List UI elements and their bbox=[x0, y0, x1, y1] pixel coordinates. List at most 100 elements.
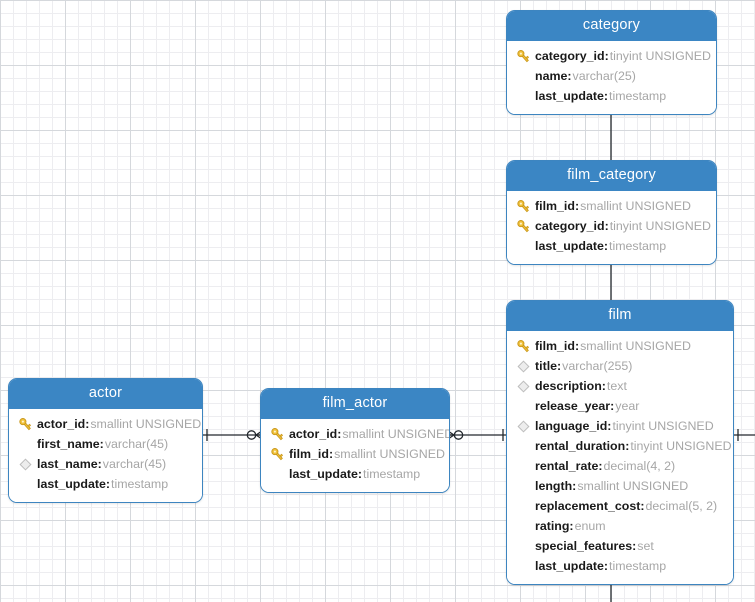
attribute-type: timestamp bbox=[609, 239, 667, 254]
attribute-row[interactable]: description: text bbox=[515, 376, 725, 396]
attribute-row[interactable]: last_update: timestamp bbox=[515, 86, 708, 106]
attribute-name: film_id bbox=[535, 339, 575, 354]
attribute-separator: : bbox=[640, 499, 645, 514]
attribute-type: set bbox=[637, 539, 654, 554]
attribute-name: film_id bbox=[535, 199, 575, 214]
attribute-name: length bbox=[535, 479, 573, 494]
no-icon-spacer bbox=[515, 538, 532, 554]
attribute-separator: : bbox=[604, 49, 609, 64]
attribute-row[interactable]: rating: enum bbox=[515, 516, 725, 536]
attribute-type: timestamp bbox=[609, 89, 667, 104]
no-icon-spacer bbox=[515, 498, 532, 514]
attribute-row[interactable]: actor_id: smallint UNSIGNED bbox=[269, 424, 449, 444]
attribute-type: timestamp bbox=[111, 477, 169, 492]
no-icon-spacer bbox=[515, 438, 532, 454]
attribute-name: replacement_cost bbox=[535, 499, 641, 514]
attribute-row[interactable]: category_id: tinyint UNSIGNED bbox=[515, 216, 711, 236]
attribute-separator: : bbox=[603, 239, 608, 254]
no-icon-spacer bbox=[515, 68, 532, 84]
attribute-name: last_update bbox=[535, 559, 604, 574]
attribute-row[interactable]: last_update: timestamp bbox=[515, 236, 708, 256]
attribute-type: timestamp bbox=[609, 559, 667, 574]
attribute-row[interactable]: rental_duration: tinyint UNSIGNED bbox=[515, 436, 732, 456]
attribute-row[interactable]: last_name: varchar(45) bbox=[17, 454, 194, 474]
no-icon-spacer bbox=[515, 88, 532, 104]
primary-key-icon bbox=[269, 426, 286, 442]
attribute-separator: : bbox=[574, 199, 580, 214]
attribute-name: first_name bbox=[37, 437, 100, 452]
attribute-row[interactable]: last_update: timestamp bbox=[269, 464, 441, 484]
primary-key-icon bbox=[515, 338, 532, 354]
entity-title-film_actor: film_actor bbox=[261, 389, 449, 420]
attribute-type: smallint UNSIGNED bbox=[342, 427, 450, 442]
attribute-type: decimal(4, 2) bbox=[603, 459, 676, 474]
attribute-row[interactable]: length: smallint UNSIGNED bbox=[515, 476, 725, 496]
attribute-row[interactable]: name: varchar(25) bbox=[515, 66, 708, 86]
attribute-row[interactable]: category_id: tinyint UNSIGNED bbox=[515, 46, 711, 66]
attribute-type: tinyint UNSIGNED bbox=[612, 419, 714, 434]
attribute-separator: : bbox=[603, 559, 608, 574]
attribute-name: actor_id bbox=[37, 417, 86, 432]
primary-key-icon bbox=[17, 416, 34, 432]
attribute-name: actor_id bbox=[289, 427, 338, 442]
attribute-row[interactable]: film_id: smallint UNSIGNED bbox=[269, 444, 445, 464]
attribute-row[interactable]: rental_rate: decimal(4, 2) bbox=[515, 456, 725, 476]
attribute-name: rating bbox=[535, 519, 570, 534]
attribute-row[interactable]: special_features: set bbox=[515, 536, 725, 556]
attribute-row[interactable]: last_update: timestamp bbox=[17, 474, 194, 494]
attribute-name: special_features bbox=[535, 539, 633, 554]
attribute-type: tinyint UNSIGNED bbox=[609, 49, 711, 64]
attribute-type: smallint UNSIGNED bbox=[577, 479, 689, 494]
attribute-type: tinyint UNSIGNED bbox=[630, 439, 732, 454]
index-diamond-icon bbox=[515, 418, 532, 434]
attribute-separator: : bbox=[603, 89, 608, 104]
no-icon-spacer bbox=[515, 458, 532, 474]
attribute-row[interactable]: film_id: smallint UNSIGNED bbox=[515, 336, 725, 356]
attribute-type: smallint UNSIGNED bbox=[334, 447, 445, 462]
attribute-name: rental_rate bbox=[535, 459, 599, 474]
primary-key-icon bbox=[515, 48, 532, 64]
attribute-name: title bbox=[535, 359, 558, 374]
attribute-name: category_id bbox=[535, 219, 605, 234]
no-icon-spacer bbox=[515, 398, 532, 414]
attribute-separator: : bbox=[632, 539, 637, 554]
attribute-name: category_id bbox=[535, 49, 605, 64]
attribute-row[interactable]: replacement_cost: decimal(5, 2) bbox=[515, 496, 725, 516]
entity-title-category: category bbox=[507, 11, 716, 42]
no-icon-spacer bbox=[515, 518, 532, 534]
attribute-name: release_year bbox=[535, 399, 611, 414]
attribute-row[interactable]: first_name: varchar(45) bbox=[17, 434, 194, 454]
attribute-row[interactable]: actor_id: smallint UNSIGNED bbox=[17, 414, 201, 434]
entity-title-actor: actor bbox=[9, 379, 202, 410]
attribute-separator: : bbox=[85, 417, 90, 432]
attribute-separator: : bbox=[105, 477, 110, 492]
primary-key-icon bbox=[515, 198, 532, 214]
attribute-type: year bbox=[615, 399, 640, 414]
attribute-separator: : bbox=[99, 437, 104, 452]
attribute-separator: : bbox=[572, 479, 577, 494]
attribute-row[interactable]: language_id: tinyint UNSIGNED bbox=[515, 416, 725, 436]
attribute-name: last_update bbox=[37, 477, 106, 492]
no-icon-spacer bbox=[515, 558, 532, 574]
attribute-type: varchar(45) bbox=[102, 457, 167, 472]
attribute-name: language_id bbox=[535, 419, 608, 434]
attribute-name: film_id bbox=[289, 447, 329, 462]
attribute-row[interactable]: title: varchar(255) bbox=[515, 356, 725, 376]
attribute-separator: : bbox=[574, 339, 580, 354]
attribute-type: text bbox=[606, 379, 627, 394]
attribute-row[interactable]: last_update: timestamp bbox=[515, 556, 725, 576]
attribute-row[interactable]: film_id: smallint UNSIGNED bbox=[515, 196, 708, 216]
attribute-row[interactable]: release_year: year bbox=[515, 396, 725, 416]
attribute-type: varchar(45) bbox=[104, 437, 169, 452]
attribute-separator: : bbox=[567, 69, 572, 84]
attribute-separator: : bbox=[625, 439, 630, 454]
